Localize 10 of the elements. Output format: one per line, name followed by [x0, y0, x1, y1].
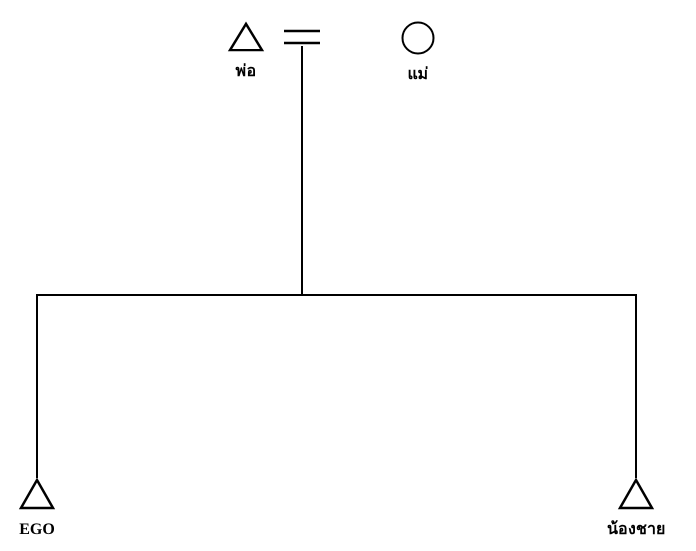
kin-label: แม่	[408, 67, 428, 83]
female-circle-symbol	[401, 21, 435, 55]
kin-label: พ่อ	[236, 64, 256, 80]
male-triangle-symbol	[228, 22, 264, 52]
marriage-symbol	[284, 28, 320, 46]
kin-label: EGO	[19, 522, 55, 538]
descent-line	[301, 46, 637, 478]
male-triangle-symbol	[618, 478, 654, 510]
male-triangle-symbol	[19, 478, 55, 510]
kin-label: น้องชาย	[607, 522, 665, 538]
